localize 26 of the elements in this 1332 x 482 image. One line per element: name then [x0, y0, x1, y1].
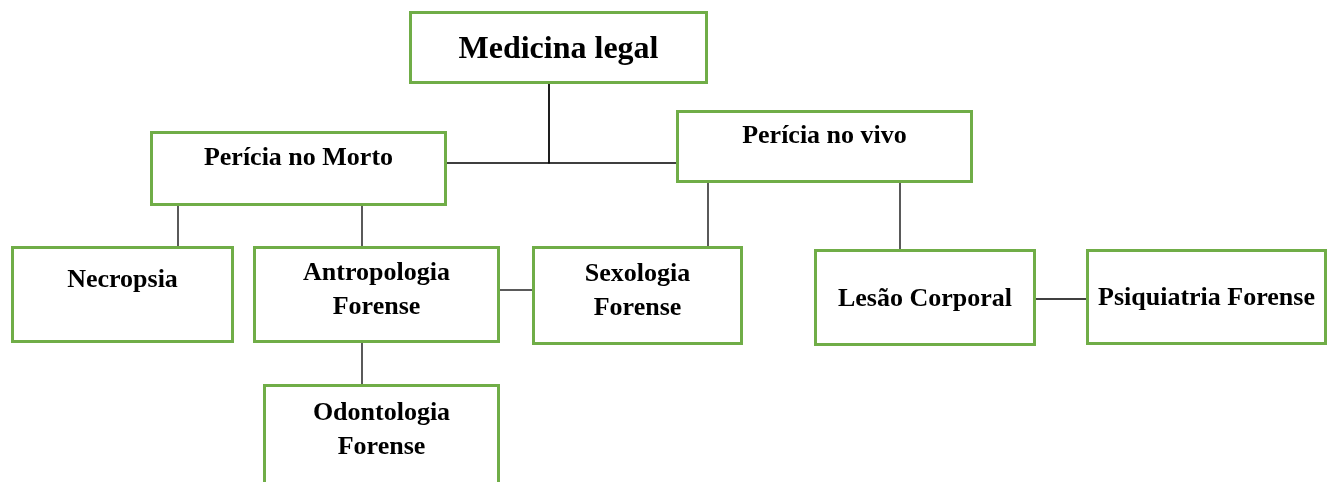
category-box [676, 110, 973, 183]
category-box [814, 249, 1036, 346]
box-label: Odontologia Forense [311, 395, 452, 462]
connector-line [899, 182, 901, 250]
box-label: Psiquiatria Forense [1097, 281, 1316, 314]
box-label: Perícia no Morto [202, 140, 395, 173]
connector-line [177, 205, 179, 247]
connector-line [361, 205, 363, 247]
box-label: Medicina legal [457, 27, 660, 67]
category-box [150, 131, 447, 206]
category-box [1086, 249, 1327, 345]
connector-line [499, 289, 533, 291]
box-label: Necropsia [66, 262, 179, 295]
category-box [263, 384, 500, 482]
box-label: Lesão Corporal [836, 281, 1013, 314]
category-box [253, 246, 500, 343]
category-box [11, 246, 234, 343]
box-label: Sexologia Forense [583, 256, 692, 323]
box-label: Perícia no vivo [741, 118, 908, 151]
category-box [532, 246, 743, 345]
box-label: Antropologia Forense [302, 255, 451, 322]
category-box [409, 11, 708, 84]
connector-line [361, 342, 363, 385]
connector-line [707, 182, 709, 247]
connector-line [548, 83, 677, 164]
connector-line [1035, 298, 1087, 300]
